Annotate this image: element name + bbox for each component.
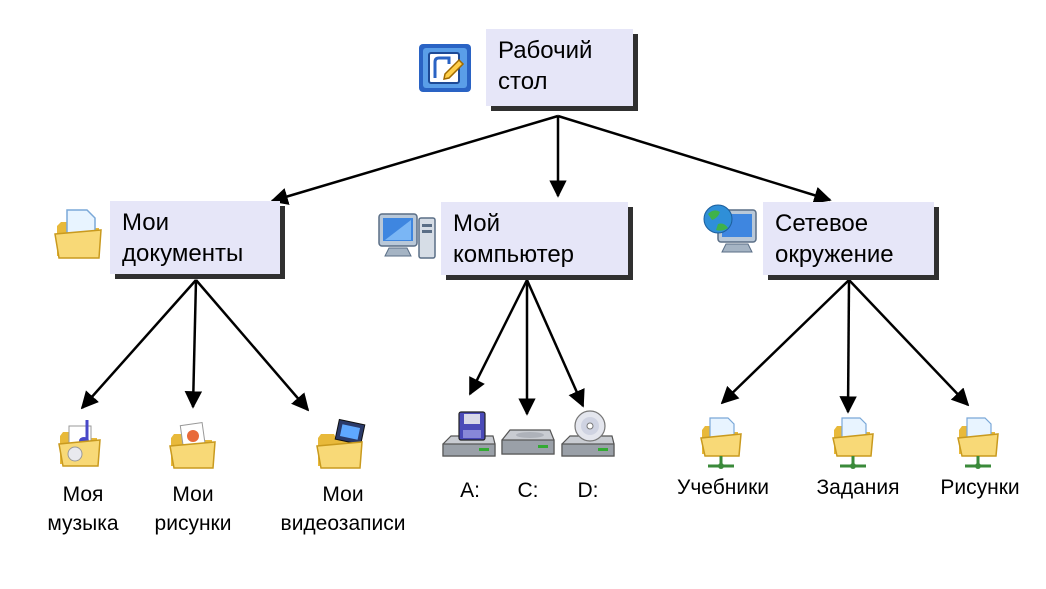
edge-root-docs [270, 114, 559, 205]
network-neighborhood-icon [702, 202, 760, 258]
leaf-network-pictures[interactable]: Рисунки [940, 476, 1020, 499]
videos-folder-icon [315, 418, 367, 472]
music-folder-icon [57, 418, 103, 470]
leaf-drive-a[interactable]: A: [460, 479, 480, 502]
network-folder-icon [957, 416, 1001, 472]
cd-drive-icon [560, 410, 616, 462]
desktop-shortcut-icon [415, 38, 477, 100]
edge-network-tasks [839, 279, 857, 414]
edge-computer-a [468, 279, 529, 396]
node-my-documents[interactable]: Мои документы [110, 201, 280, 274]
hard-drive-icon [500, 426, 556, 460]
edge-docs-music [80, 279, 197, 410]
edge-network-pictures [848, 279, 970, 407]
leaf-textbooks[interactable]: Учебники [677, 476, 769, 499]
my-documents-folder-icon [53, 206, 105, 262]
edge-docs-videos [195, 279, 310, 412]
node-my-computer[interactable]: Мой компьютер [441, 202, 628, 275]
network-folder-icon [700, 416, 744, 472]
node-desktop[interactable]: Рабочий стол [486, 29, 633, 106]
leaf-drive-d[interactable]: D: [577, 479, 599, 502]
edge-root-network [557, 114, 832, 204]
edge-network-textbooks [720, 279, 850, 405]
edge-computer-d [525, 279, 585, 408]
my-computer-icon [377, 208, 437, 264]
leaf-tasks[interactable]: Задания [816, 476, 900, 499]
edge-docs-pictures [184, 279, 203, 409]
floppy-drive-icon [441, 410, 497, 462]
network-folder-icon [832, 416, 876, 472]
leaf-my-pictures[interactable]: Мои рисунки [154, 483, 232, 535]
node-network-neighborhood[interactable]: Сетевое окружение [763, 202, 934, 275]
leaf-drive-c[interactable]: C: [517, 479, 539, 502]
leaf-my-videos[interactable]: Мои видеозаписи [280, 483, 406, 535]
pictures-folder-icon [168, 420, 218, 472]
leaf-my-music[interactable]: Моя музыка [47, 483, 119, 535]
